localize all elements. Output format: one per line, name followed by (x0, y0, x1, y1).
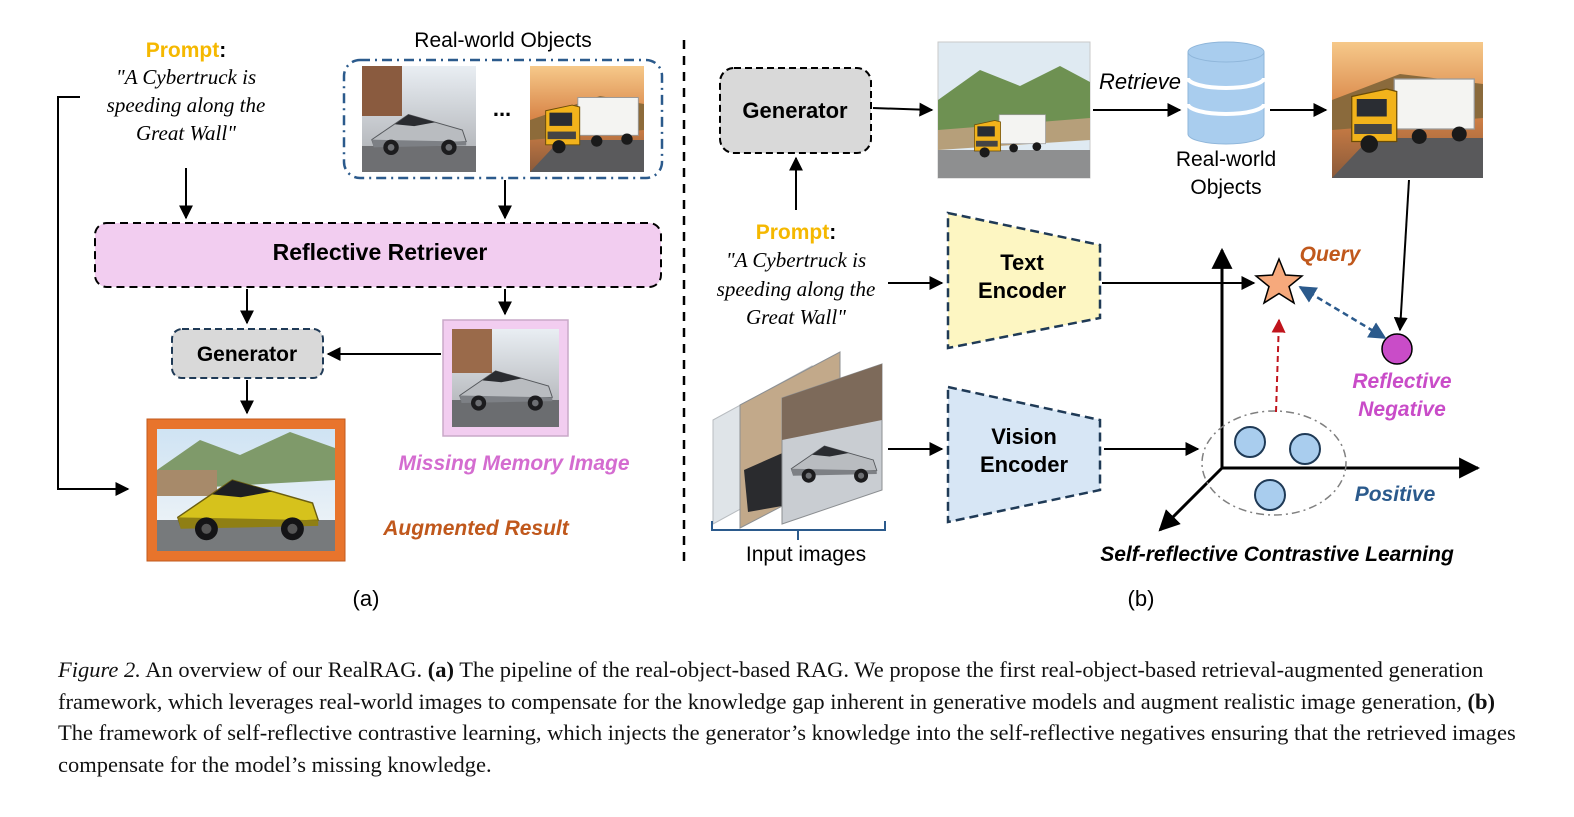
caption-paragraph: Figure 2. An overview of our RealRAG. (a… (58, 654, 1524, 780)
input-images-brace (711, 521, 886, 540)
caption-b-tag: (b) (1467, 688, 1495, 714)
reflective-negative-dot (1381, 333, 1413, 365)
augmented-result-image (157, 429, 335, 551)
prompt-colon-b: : (829, 221, 836, 244)
srcl-label: Self-reflective Contrastive Learning (1100, 543, 1454, 566)
positive-dot (1234, 426, 1266, 458)
sub-label-b: (b) (1128, 586, 1155, 611)
positive-dot (1289, 433, 1321, 465)
figure-caption: Figure 2. An overview of our RealRAG. (a… (58, 654, 1524, 780)
panel-b: Generator Retrieve Real-world Objects (711, 41, 1483, 611)
objects-title-a: Real-world Objects (414, 29, 591, 52)
vision-encoder-label-1: Vision (991, 424, 1057, 449)
positive-dot (1254, 479, 1286, 511)
text-encoder-label-2: Encoder (978, 278, 1066, 303)
input-images-label: Input images (746, 543, 866, 566)
prompt-line-b-3: Great Wall" (746, 305, 846, 329)
generator-label-a: Generator (197, 343, 297, 366)
query-label: Query (1300, 243, 1362, 266)
caption-figure-label: Figure 2. (58, 657, 141, 682)
caption-intro: An overview of our RealRAG. (140, 657, 428, 682)
positive-cluster (1201, 410, 1347, 516)
prompt-line-a-3: Great Wall" (136, 121, 236, 145)
star-icon (1254, 257, 1304, 305)
negative-label-1: Reflective (1352, 370, 1452, 393)
arrow-query-negative (1298, 285, 1387, 340)
panel-a: Prompt: "A Cybertruck is speeding along … (57, 29, 664, 611)
sub-label-a: (a) (353, 586, 380, 611)
objects-frame-a (342, 58, 664, 180)
retriever-label: Reflective Retriever (273, 239, 488, 265)
generator-box-b (719, 67, 872, 154)
cybertruck-image (362, 66, 476, 172)
db-label-2: Objects (1190, 176, 1261, 199)
arrow-positives-to-query (1271, 318, 1286, 413)
prompt-word-a: Prompt (146, 39, 220, 62)
result-label: Augmented Result (382, 517, 570, 540)
arrow-prompt-to-result (57, 96, 130, 496)
vision-encoder-shape (946, 385, 1102, 524)
text-encoder-shape (946, 211, 1102, 350)
retriever-box (94, 222, 662, 288)
positive-label: Positive (1355, 483, 1436, 506)
generator-label-b: Generator (742, 98, 848, 123)
prompt-word-b: Prompt (756, 221, 830, 244)
retrieve-label: Retrieve (1099, 69, 1181, 94)
stacked-images (712, 351, 883, 529)
prompt-label-a: Prompt: (146, 39, 227, 62)
caption-a-tag: (a) (427, 657, 454, 682)
prompt-line-a-1: "A Cybertruck is (116, 65, 256, 89)
prompt-colon-a: : (219, 39, 226, 62)
generated-truck-image (937, 41, 1091, 179)
prompt-label-b: Prompt: (756, 221, 837, 244)
prompt-line-a-2: speeding along the (107, 93, 266, 117)
prompt-line-b-1: "A Cybertruck is (726, 248, 866, 272)
text-encoder-label-1: Text (1000, 250, 1044, 275)
missing-memory-image (452, 329, 559, 427)
missing-label: Missing Memory Image (398, 452, 629, 475)
ellipsis-a: ... (493, 96, 511, 121)
vision-encoder-label-2: Encoder (980, 452, 1068, 477)
caption-a-text: The pipeline of the real-object-based RA… (58, 657, 1484, 714)
generator-box-a (171, 328, 324, 379)
caption-b-text: The framework of self-reflective contras… (58, 720, 1516, 777)
negative-label-2: Negative (1358, 398, 1446, 421)
retrieved-truck-image (1332, 42, 1483, 178)
prompt-line-b-2: speeding along the (717, 277, 876, 301)
arrow-generator-to-generated (872, 102, 934, 117)
truck-image (530, 66, 644, 172)
arrow-retrieved-to-negative (1393, 179, 1410, 332)
database-icon (1186, 41, 1266, 145)
db-label-1: Real-world (1176, 148, 1276, 171)
axis-diagonal (1158, 466, 1224, 532)
